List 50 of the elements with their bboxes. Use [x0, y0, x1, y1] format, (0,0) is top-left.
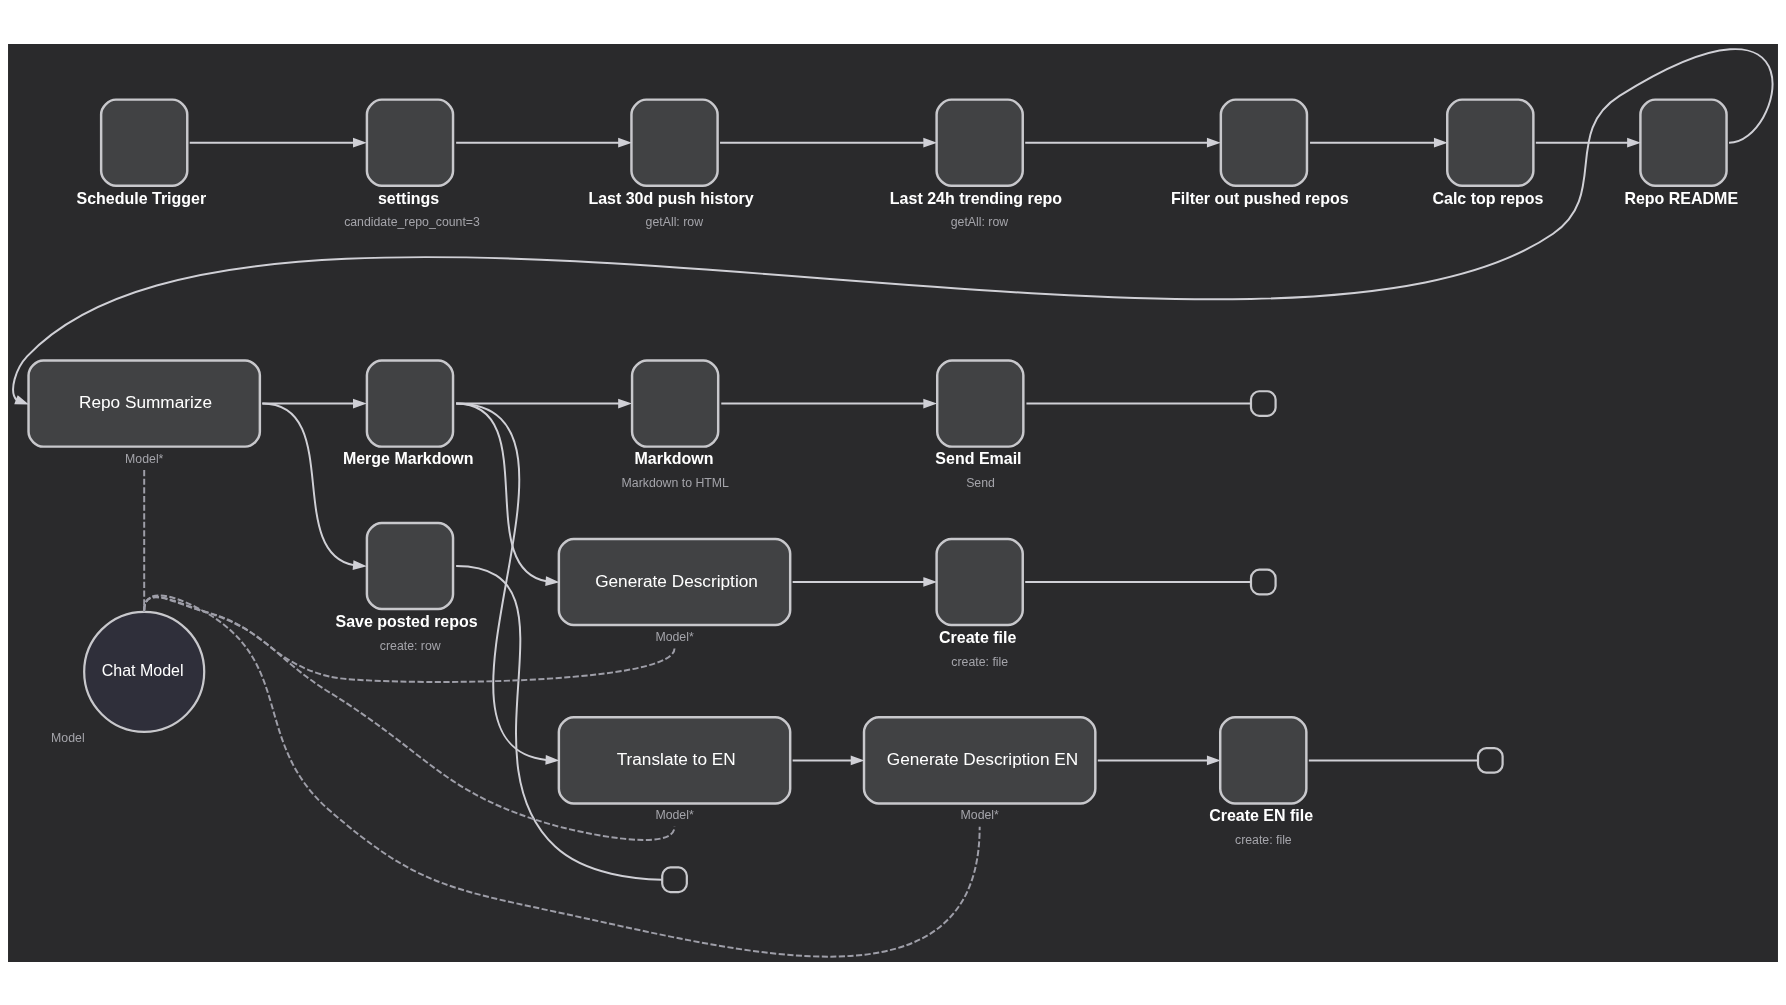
node-label: Send [966, 475, 995, 490]
node-circle: Chat Model [83, 610, 206, 733]
arrow [455, 402, 560, 765]
node-label: getAll: row [645, 214, 704, 229]
connector [143, 468, 146, 613]
node-label: Model [51, 729, 85, 744]
arrow [1024, 137, 1221, 148]
node-label: settings [377, 188, 440, 206]
arrow [719, 137, 938, 148]
node-box [1249, 568, 1277, 595]
node-box [1249, 389, 1277, 417]
node-label: Calc top repos [1432, 188, 1544, 206]
connector [1025, 402, 1252, 405]
node-label: Filter out pushed repos [1171, 188, 1349, 206]
node-label: Create file [939, 628, 1017, 646]
connector [1307, 758, 1479, 761]
arrow [1096, 755, 1221, 765]
node-label: Last 30d push history [588, 188, 754, 206]
connector [143, 593, 981, 957]
node-label: Model* [655, 629, 694, 644]
node-label: getAll: row [950, 214, 1009, 229]
arrow [1309, 137, 1448, 148]
node-label: Merge Markdown [342, 449, 474, 467]
node-label: candidate_repo_count=3 [344, 214, 480, 229]
node-label: Repo README [1624, 188, 1739, 206]
node-label: Markdown to HTML [621, 475, 729, 490]
node-label: Model* [960, 807, 999, 822]
arrow [791, 576, 938, 587]
node-label: Markdown [634, 449, 714, 467]
node-label: Save posted repos [335, 612, 478, 630]
arrow [12, 47, 1774, 405]
arrow [720, 398, 938, 408]
node-label: Model* [655, 807, 694, 822]
connector [455, 564, 663, 881]
node-label: Send Email [935, 449, 1022, 467]
node-label: Schedule Trigger [76, 188, 207, 206]
arrow [455, 137, 632, 148]
connector [1024, 580, 1252, 583]
node-label: Model* [125, 451, 164, 466]
node-label: create: file [1234, 832, 1292, 847]
node-label: create: row [379, 638, 441, 653]
node-label: Last 24h trending repo [889, 188, 1063, 206]
arrow [1534, 137, 1641, 148]
arrow [188, 137, 367, 148]
arrow [261, 402, 367, 570]
node-label: create: file [951, 654, 1009, 669]
arrow [791, 755, 865, 765]
node-box [1476, 746, 1504, 774]
node-box [661, 865, 688, 893]
node-label: Create EN file [1209, 806, 1314, 824]
